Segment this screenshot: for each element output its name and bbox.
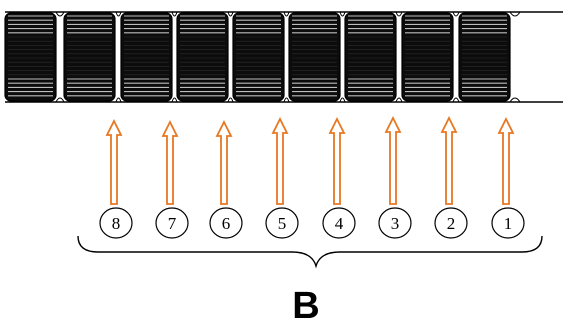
label-number: 2 [447, 214, 456, 233]
up-arrow-icon [328, 116, 346, 205]
label-number: 8 [112, 214, 121, 233]
segment-outline [401, 12, 454, 102]
strip-notch [339, 97, 346, 103]
strip-notch [452, 11, 460, 17]
label-number: 6 [222, 214, 231, 233]
number-label: 2 [434, 207, 468, 239]
segment-outline [63, 12, 116, 102]
label-circle [155, 207, 189, 239]
label-number: 4 [335, 214, 344, 233]
arrow-group [105, 115, 515, 205]
up-arrow-icon [440, 115, 458, 205]
strip-segment [458, 12, 511, 102]
up-arrow-icon [161, 119, 179, 205]
strip-notch [395, 11, 403, 17]
segment-outline [120, 12, 173, 102]
number-label-group: 8 7 6 5 4 3 2 1 [99, 207, 525, 239]
strip-segment [176, 12, 229, 102]
strip-notch [227, 97, 234, 103]
up-arrow-icon [105, 118, 123, 205]
strip-notch [55, 97, 65, 103]
strip-notch [509, 11, 521, 17]
label-circle [209, 207, 243, 239]
label-circle [378, 207, 412, 239]
strip-notch [339, 11, 346, 17]
up-arrow-icon [497, 116, 515, 205]
strip-segment [120, 12, 173, 102]
label-number: 7 [168, 214, 177, 233]
up-arrow-icon [215, 119, 233, 205]
strip-segment [344, 12, 397, 102]
strip-notch [283, 97, 290, 103]
label-circle [434, 207, 468, 239]
group-label: B [292, 285, 319, 322]
segment-outline [458, 12, 511, 102]
strip-notch [55, 11, 65, 17]
label-number: 3 [391, 214, 400, 233]
strip-notch [283, 11, 290, 17]
number-label: 8 [99, 207, 133, 239]
segment-outline [232, 12, 285, 102]
strip-notch [509, 97, 521, 103]
number-label: 5 [265, 207, 299, 239]
strip-segment [288, 12, 341, 102]
up-arrow-icon [271, 116, 289, 205]
segment-outline [288, 12, 341, 102]
strip-notch [171, 11, 178, 17]
segment-outline [344, 12, 397, 102]
label-circle [322, 207, 356, 239]
strip-notch [227, 11, 234, 17]
label-number: 5 [278, 214, 287, 233]
label-number: 1 [504, 214, 513, 233]
strip-notch [452, 97, 460, 103]
strip-segment [401, 12, 454, 102]
segment-outline [176, 12, 229, 102]
ribbed-strip [4, 11, 563, 103]
strip-notch [171, 97, 178, 103]
number-label: 3 [378, 207, 412, 239]
strip-notch [115, 11, 122, 17]
segment-outline [4, 12, 57, 102]
number-label: 4 [322, 207, 356, 239]
strip-notch [395, 97, 403, 103]
up-arrow-icon [384, 115, 402, 205]
strip-segment [4, 12, 57, 102]
number-label: 7 [155, 207, 189, 239]
group-brace [77, 235, 543, 269]
strip-segment [232, 12, 285, 102]
label-circle [491, 207, 525, 239]
strip-segment [63, 12, 116, 102]
label-circle [265, 207, 299, 239]
number-label: 1 [491, 207, 525, 239]
number-label: 6 [209, 207, 243, 239]
label-circle [99, 207, 133, 239]
strip-notch [115, 97, 122, 103]
